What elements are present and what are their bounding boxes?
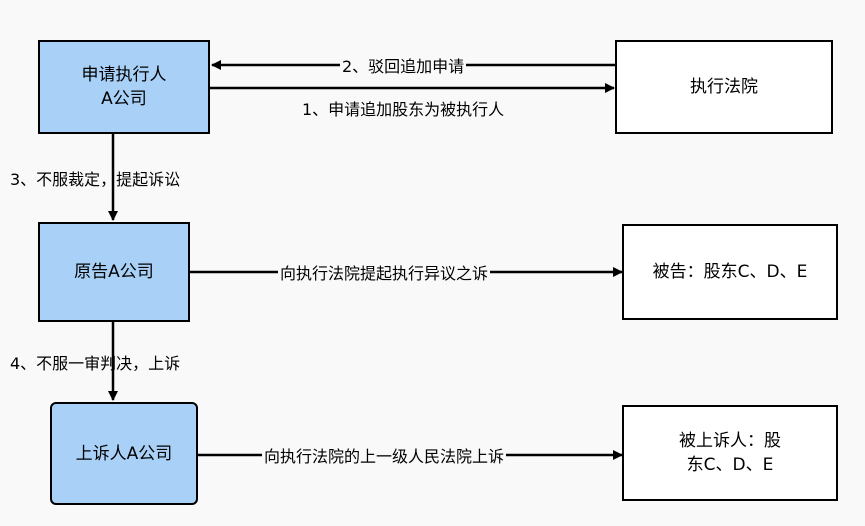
label-disagree-judgment: 4、不服一审判决，上诉 (10, 354, 181, 373)
node-court: 执行法院 (615, 40, 833, 134)
node-applicant: 申请执行人 A公司 (38, 40, 210, 134)
label-apply: 1、申请追加股东为被执行人 (302, 100, 505, 119)
node-defendant: 被告：股东C、D、E (622, 224, 838, 320)
label-reject: 2、驳回追加申请 (340, 57, 467, 77)
label-appeal: 向执行法院的上一级人民法院上诉 (262, 447, 507, 467)
node-plaintiff: 原告A公司 (38, 222, 190, 322)
label-objection-suit: 向执行法院提起执行异议之诉 (278, 264, 491, 284)
node-appellant: 上诉人A公司 (50, 402, 198, 505)
node-appellee: 被上诉人：股 东C、D、E (622, 405, 838, 501)
label-disagree-ruling: 3、不服裁定，提起诉讼 (10, 170, 181, 189)
